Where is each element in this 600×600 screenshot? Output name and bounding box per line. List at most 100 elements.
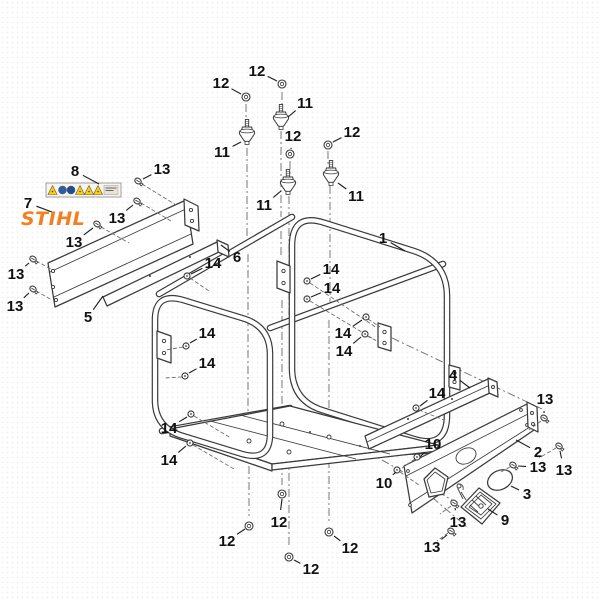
part-callout-13: 13	[530, 459, 547, 476]
part-callout-13: 13	[154, 161, 171, 178]
part-callout-13: 13	[66, 234, 83, 251]
leader-line	[559, 450, 563, 459]
stihl-logo: STIHL	[21, 208, 85, 230]
part-callout-12: 12	[219, 533, 236, 550]
warning-triangle-icon	[47, 184, 58, 195]
part-callout-14: 14	[336, 343, 353, 360]
leader-line	[280, 498, 283, 511]
part-callout-11: 11	[256, 197, 272, 214]
part-callout-14: 14	[323, 261, 340, 278]
part-callout-7: 7	[24, 195, 32, 212]
leader-line	[332, 137, 342, 143]
part-callout-9: 9	[501, 512, 509, 529]
screw-axis-lines	[35, 183, 557, 542]
leader-line	[82, 174, 100, 185]
leader-line	[83, 227, 94, 236]
oval-cover-part-3	[486, 469, 514, 491]
part-callout-8: 8	[71, 163, 79, 180]
leader-line	[142, 174, 152, 180]
part-callout-14: 14	[161, 452, 178, 469]
frame-bracket	[156, 330, 172, 364]
part-callout-13: 13	[7, 298, 24, 315]
part-callout-11: 11	[348, 188, 364, 205]
part-callout-14: 14	[199, 325, 216, 342]
part-callout-13: 13	[450, 514, 467, 531]
part-callout-13: 13	[109, 210, 126, 227]
frame-bracket	[377, 322, 392, 352]
leader-line	[125, 204, 134, 211]
leader-line	[23, 292, 30, 299]
leader-line	[272, 190, 282, 198]
part-callout-14: 14	[324, 280, 341, 297]
part-callout-2: 2	[534, 444, 542, 461]
text-panel-icon	[103, 185, 119, 195]
leader-line	[189, 338, 197, 344]
part-callout-6: 6	[233, 249, 241, 266]
part-callout-13: 13	[8, 266, 25, 283]
leader-line	[459, 380, 471, 389]
part-callout-11: 11	[214, 144, 230, 161]
leader-line	[231, 88, 242, 95]
part-callout-14: 14	[205, 255, 222, 272]
part-callout-14: 14	[161, 420, 178, 437]
part-callout-1: 1	[379, 230, 387, 247]
leader-line	[177, 445, 187, 453]
leader-line	[36, 205, 53, 213]
leader-line	[220, 244, 231, 253]
leader-line	[232, 141, 242, 147]
warning-triangle-icon	[84, 184, 94, 195]
frame-bracket	[448, 364, 461, 391]
leader-line	[390, 242, 406, 252]
leader-line	[236, 528, 246, 535]
part-callout-14: 14	[199, 355, 216, 372]
leader-line	[454, 507, 457, 511]
cover-plate-part-9	[456, 483, 501, 525]
frame-bracket	[276, 260, 291, 294]
side-panel-part-5	[47, 198, 200, 308]
leader-line	[441, 534, 448, 540]
part-callout-3: 3	[523, 486, 531, 503]
warning-triangle-icon	[75, 184, 85, 195]
leader-line	[287, 110, 297, 118]
leader-line	[510, 485, 520, 491]
leader-line	[178, 416, 188, 423]
part-callout-13: 13	[537, 391, 554, 408]
info-circle-icon	[66, 185, 76, 195]
leader-line	[310, 292, 322, 298]
part-callout-12: 12	[344, 124, 361, 141]
part-callout-12: 12	[342, 540, 359, 557]
part-callout-14: 14	[429, 385, 446, 402]
leader-line	[190, 267, 203, 275]
leader-line	[487, 508, 498, 516]
frame-base-platform	[169, 405, 439, 472]
rubber-mounts-part-11	[238, 104, 340, 195]
leader-line	[419, 399, 428, 407]
warning-triangle-icon	[93, 184, 103, 195]
part-callout-12: 12	[249, 63, 266, 80]
leader-line	[24, 262, 30, 267]
leader-line	[515, 439, 531, 449]
leader-line	[337, 182, 347, 190]
part-callout-10: 10	[425, 436, 442, 453]
part-callout-13: 13	[424, 539, 441, 556]
mounting-rail-part-4	[364, 377, 499, 450]
part-callout-4: 4	[449, 367, 458, 384]
leader-line	[267, 75, 278, 82]
mounting-rail-part-6	[102, 239, 230, 307]
part-callout-12: 12	[213, 75, 230, 92]
part-callout-5: 5	[84, 309, 92, 326]
leader-line	[188, 368, 197, 374]
leader-line	[352, 336, 362, 344]
part-callout-12: 12	[303, 561, 320, 578]
leader-line	[92, 295, 104, 311]
part-callout-13: 13	[556, 462, 573, 479]
prohibition-circle-icon	[58, 185, 67, 195]
leader-line	[310, 273, 321, 280]
side-panel-part-2	[403, 401, 539, 514]
part-callout-11: 11	[297, 95, 313, 112]
leader-line	[333, 535, 341, 542]
part-callout-12: 12	[271, 514, 288, 531]
